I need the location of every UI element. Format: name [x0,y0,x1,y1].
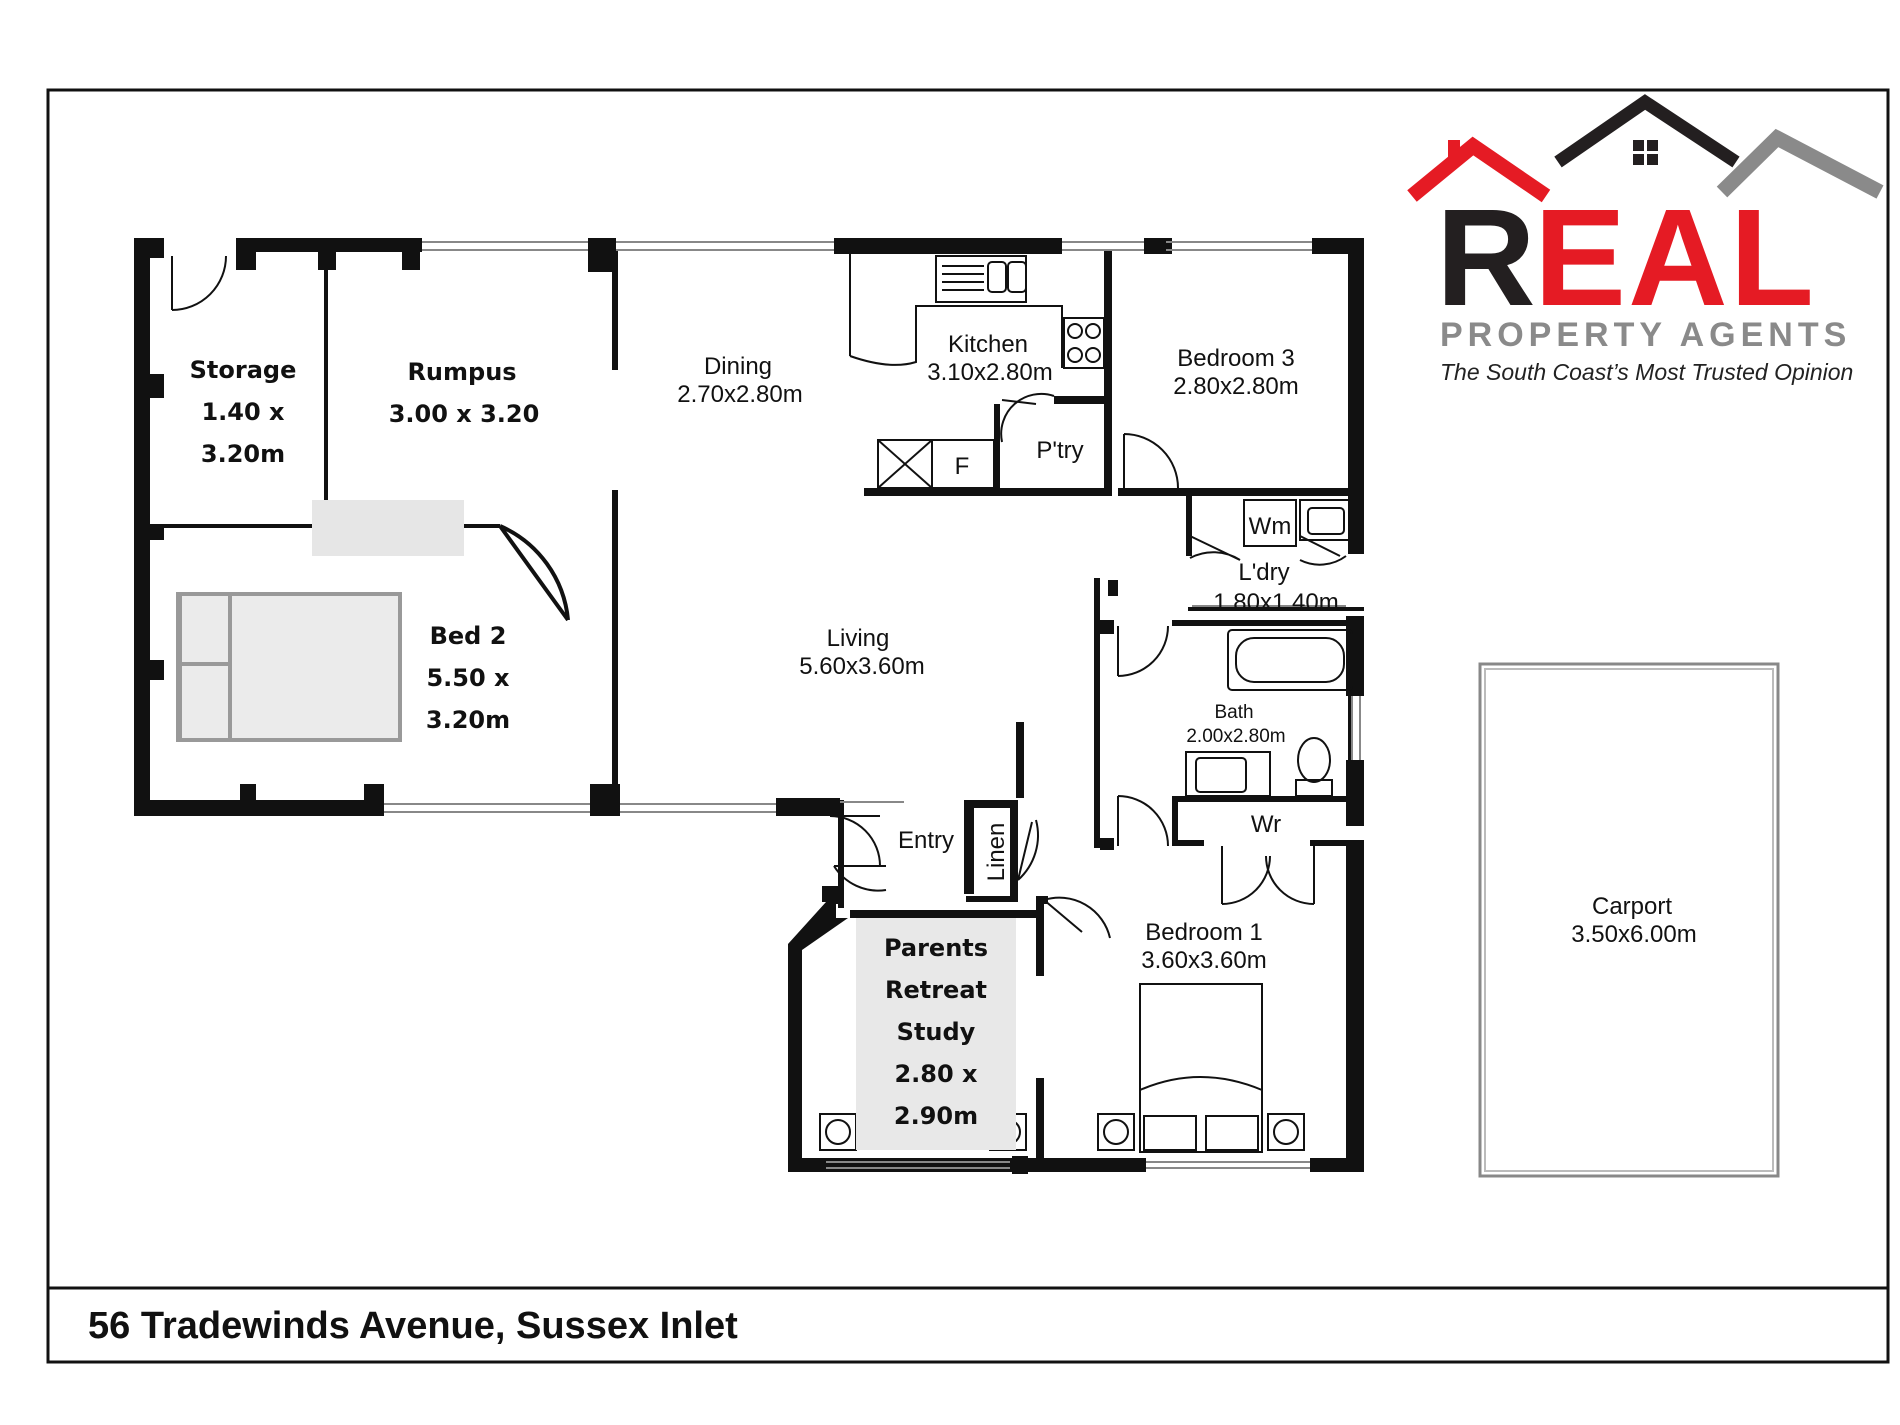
bedside-table-icon [1097,1113,1135,1151]
room-carport-name: Carport [1592,893,1672,920]
room-rumpus-dim: 3.00 x 3.20 [389,400,540,428]
room-study-dim1: 2.80 x [894,1060,978,1088]
logo-letters-eal: EAL [1534,181,1816,335]
kitchen-bench-icon [849,252,1063,368]
room-dining-dim: 2.70x2.80m [677,381,802,408]
washer-icon [1243,499,1297,547]
laundry-tub-icon [1299,499,1353,541]
room-living-dim: 5.60x3.60m [799,653,924,680]
room-linen-name: Linen [983,823,1010,882]
room-kitchen-dim: 3.10x2.80m [927,359,1052,386]
window-icon [1633,140,1658,165]
room-bath-dim: 2.00x2.80m [1186,726,1285,747]
bedside-table-icon [1267,1113,1305,1151]
room-study-line3: Study [897,1018,976,1046]
study-panel [856,918,1016,1150]
room-fridge-name: F [955,453,970,480]
cooktop-icon [1063,317,1105,369]
highlights [176,500,1016,1150]
room-kitchen-name: Kitchen [948,331,1028,358]
room-dining-name: Dining [704,353,772,380]
room-storage-dim2: 3.20m [201,440,285,468]
room-wc-name: Wr [1251,811,1281,838]
room-study-line2: Retreat [885,976,987,1004]
roof-dark-icon [1554,94,1740,168]
roof-red-icon [1407,136,1551,203]
room-study-dim2: 2.90m [894,1102,978,1130]
room-bedroom1-dim: 3.60x3.60m [1141,947,1266,974]
bed1-icon [1139,983,1263,1153]
room-storage-dim1: 1.40 x [201,398,285,426]
room-carport-dim: 3.50x6.00m [1571,921,1696,948]
room-storage-name: Storage [190,356,297,384]
room-pantry-name: P'try [1036,437,1083,464]
room-bed2-dim1: 5.50 x [426,664,510,692]
agency-logo: R EAL PROPERTY AGENTS The South Coast’s … [1407,94,1884,385]
walls [134,238,1364,1174]
room-laundry-dim: 1.80x1.40m [1213,589,1338,616]
room-bed2-dim2: 3.20m [426,706,510,734]
room-bedroom1-name: Bedroom 1 [1145,919,1262,946]
vanity-icon [1185,751,1271,797]
toilet-icon [1297,737,1331,783]
logo-subtitle: PROPERTY AGENTS [1440,316,1851,354]
room-living-name: Living [827,625,890,652]
room-bedroom3-dim: 2.80x2.80m [1173,373,1298,400]
room-bath-name: Bath [1214,702,1253,723]
roof-grey-icon [1716,128,1884,199]
carport-outline [1478,662,1780,1178]
room-bedroom3-name: Bedroom 3 [1177,345,1294,372]
property-address: 56 Tradewinds Avenue, Sussex Inlet [88,1305,738,1347]
windows [384,241,1361,1169]
room-entry-name: Entry [898,827,954,854]
page-frame [46,88,1890,1364]
logo-letter-r: R [1436,181,1538,335]
room-rumpus-name: Rumpus [407,358,516,386]
fixtures [819,252,1353,1153]
room-study-line1: Parents [884,934,988,962]
room-washer-name: Wm [1249,513,1292,540]
room-bed2-name: Bed 2 [430,622,507,650]
room-laundry-name: L'dry [1238,559,1289,586]
doors [171,255,1347,939]
chimney-red-icon [1448,140,1460,160]
bathtub-icon [1227,629,1353,691]
logo-tagline: The South Coast’s Most Trusted Opinion [1440,359,1853,385]
